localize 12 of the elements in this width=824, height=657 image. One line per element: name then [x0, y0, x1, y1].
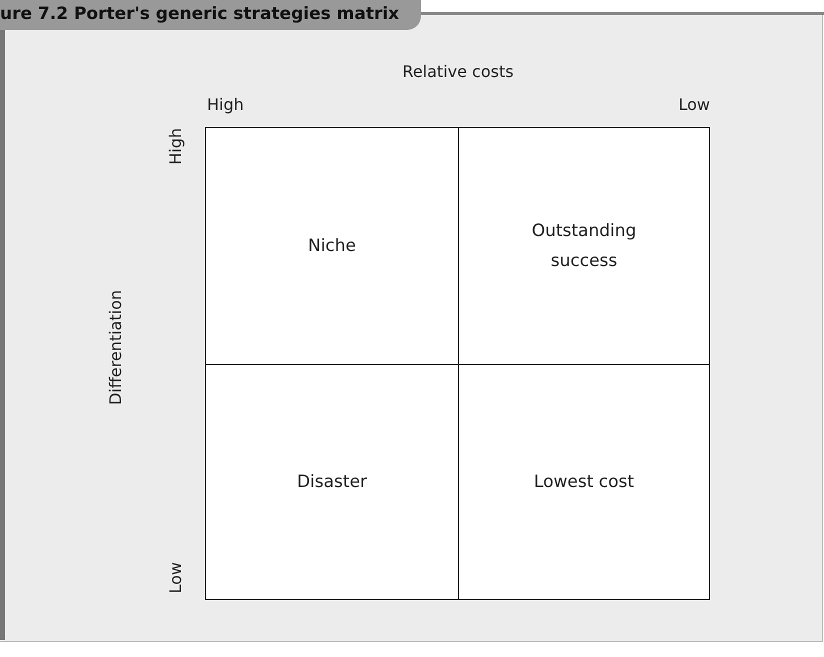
- axis-title: Differentiation: [106, 290, 125, 406]
- quadrant-label: Outstanding success: [530, 220, 638, 273]
- axis-end-label: Low: [678, 95, 710, 114]
- axis-end-label: High: [166, 128, 185, 165]
- figure-title: ure 7.2 Porter's generic strategies matrix: [0, 0, 422, 30]
- axis-end-label: High: [207, 95, 244, 114]
- quadrant-label: Lowest cost: [534, 471, 634, 494]
- quadrant-label: Niche: [308, 235, 356, 258]
- axis-end-label: Low: [166, 562, 185, 594]
- axis-title: Relative costs: [402, 62, 514, 81]
- quadrant-label: Disaster: [296, 471, 368, 494]
- quadrant: [458, 364, 709, 599]
